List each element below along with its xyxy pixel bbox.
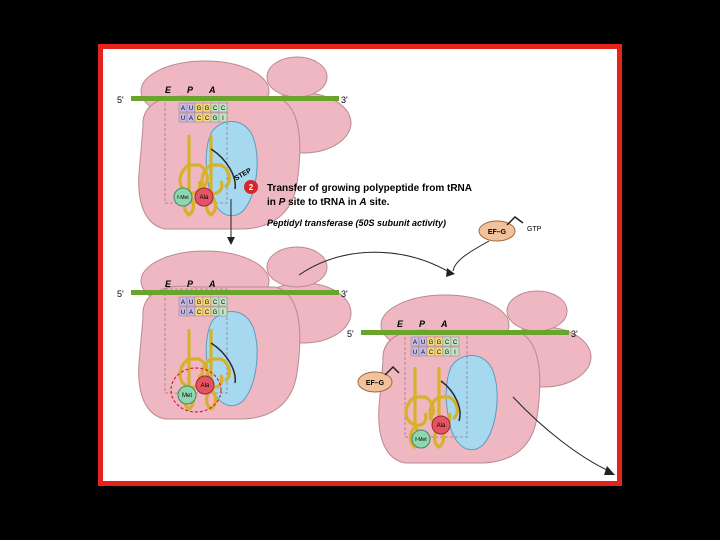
codon-letter: U [181,116,185,122]
codon-letter: G [429,340,434,346]
codon-letter: C [429,350,434,356]
met-label-mid: Met [182,393,192,399]
codon-letter: C [213,106,218,112]
codon-letter: G [213,116,218,122]
mrna-mid-5prime: 5' [117,289,124,299]
ala-label-mid: Ala [201,383,210,389]
site-p-mid: P [187,279,194,289]
codon-letter: A [181,106,185,112]
ala-label-right: Ala [437,423,446,429]
codon-letter: C [197,116,202,122]
site-e-top: E [165,85,172,95]
codon-letter: C [221,106,226,112]
codon-letter: C [437,350,442,356]
step-title-line1: Transfer of growing polypeptide from tRN… [267,183,472,194]
codon-letter: C [213,300,218,306]
fmet-label-right: f-Met [415,437,427,443]
step-subtitle: Peptidyl transferase (50S subunit activi… [267,218,446,228]
codon-letter: U [421,340,425,346]
codon-letter: A [189,310,193,316]
codon-letter: C [221,300,226,306]
site-p-right: P [419,319,426,329]
site-e-mid: E [165,279,172,289]
codon-cell [450,346,460,357]
ala-label-top: Ala [200,195,209,201]
site-e-right: E [397,319,404,329]
step-number: 2 [249,183,254,192]
codon-letter: G [205,300,210,306]
codon-letter: A [181,300,185,306]
codon-letter: A [421,350,425,356]
codon-letter: C [205,116,210,122]
codon-letter: U [413,350,417,356]
codon-cell [218,112,228,123]
codon-letter: C [453,340,458,346]
ala-ball-mid [195,375,215,395]
site-a-right: A [440,319,448,329]
codon-letter: A [413,340,417,346]
mrna-top [131,96,339,101]
mrna-right-3prime: 3' [571,329,578,339]
fmet-label-top: f-Met [177,195,189,201]
codon-letter: C [197,310,202,316]
step-title-line2: in P site to tRNA in A site. [267,197,390,208]
gtp-label: GTP [527,226,542,233]
site-p-top: P [187,85,194,95]
fmet-ball-right [411,429,431,449]
codon-letter: U [189,300,193,306]
ef-g-top [478,220,516,242]
ef-g-label-top: EF–G [488,229,507,236]
codon-cell [218,102,228,113]
codon-letter: G [197,106,202,112]
ef-g-label-right: EF–G [366,380,385,387]
codon-letter: G [213,310,218,316]
mrna-mid-3prime: 3' [341,289,348,299]
codon-letter: G [437,340,442,346]
mrna-mid [131,290,339,295]
codon-letter: A [189,116,193,122]
codon-letter: I [222,116,224,122]
step-number-badge [244,180,258,194]
mrna-top-5prime: 5' [117,95,124,105]
fmet-ball-top [173,187,193,207]
codon-letter: C [445,340,450,346]
ef-g-right [357,371,393,393]
codon-cell [218,296,228,307]
codon-cell [218,306,228,317]
codon-letter: U [181,310,185,316]
codon-letter: U [189,106,193,112]
codon-letter: G [197,300,202,306]
peptide-dashed-circle [170,367,222,413]
codon-cell [450,336,460,347]
ala-ball-right [431,415,451,435]
codon-letter: I [222,310,224,316]
ala-ball-top [194,187,214,207]
codon-letter: I [454,350,456,356]
mrna-right [361,330,569,335]
mrna-top-3prime: 3' [341,95,348,105]
site-a-mid: A [208,279,216,289]
codon-letter: C [205,310,210,316]
codon-letter: G [205,106,210,112]
codon-letter: G [445,350,450,356]
met-ball-mid [177,385,197,405]
mrna-right-5prime: 5' [347,329,354,339]
site-a-top: A [208,85,216,95]
